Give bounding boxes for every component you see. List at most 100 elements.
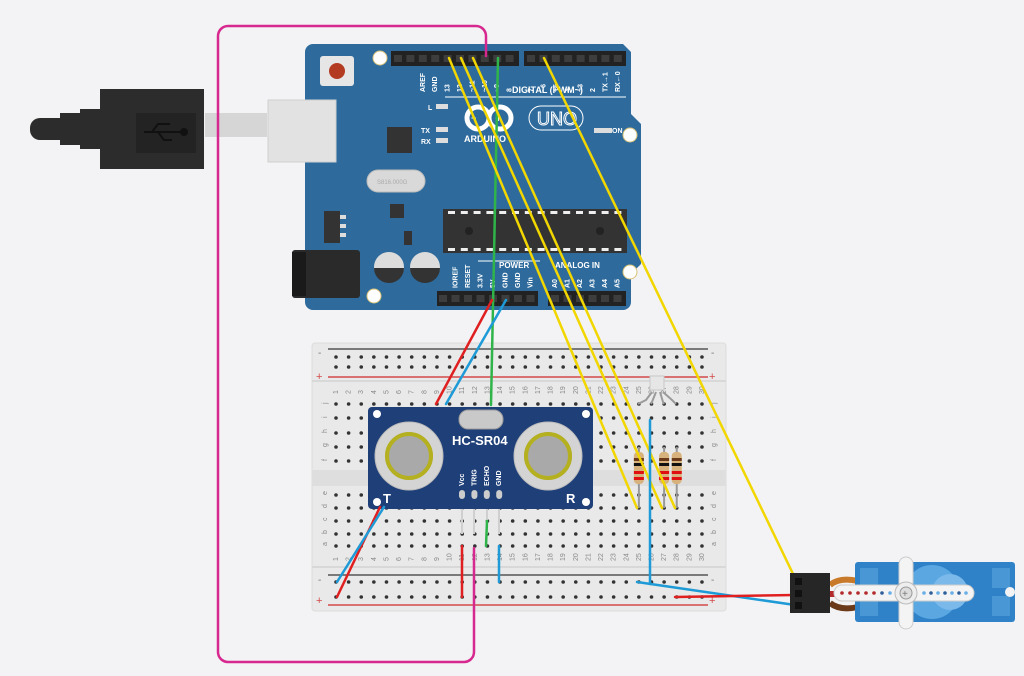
breadboard-hole[interactable]: [548, 519, 553, 523]
breadboard-hole[interactable]: [561, 519, 565, 523]
rail-hole[interactable]: [586, 355, 591, 359]
breadboard-hole[interactable]: [346, 519, 351, 523]
breadboard-hole[interactable]: [548, 532, 553, 536]
breadboard-hole[interactable]: [700, 445, 704, 449]
breadboard-hole[interactable]: [460, 402, 465, 406]
resistor[interactable]: [671, 447, 682, 508]
header-pin[interactable]: [501, 295, 510, 302]
breadboard-hole[interactable]: [334, 519, 338, 523]
breadboard-hole[interactable]: [700, 506, 704, 510]
rail-hole[interactable]: [359, 355, 364, 359]
breadboard-hole[interactable]: [687, 532, 692, 536]
breadboard-hole[interactable]: [346, 544, 351, 548]
wire-trig-pin9[interactable]: [489, 56, 500, 407]
breadboard-hole[interactable]: [548, 544, 553, 548]
breadboard-hole[interactable]: [586, 532, 591, 536]
rail-hole[interactable]: [599, 355, 603, 359]
breadboard-hole[interactable]: [687, 431, 692, 435]
header-pin[interactable]: [564, 55, 573, 62]
header-pin[interactable]: [601, 295, 609, 302]
rail-hole[interactable]: [372, 355, 376, 359]
rail-hole[interactable]: [662, 595, 666, 599]
header-pin[interactable]: [394, 55, 402, 62]
rail-hole[interactable]: [599, 595, 603, 599]
breadboard-hole[interactable]: [548, 402, 553, 406]
breadboard-hole[interactable]: [624, 519, 629, 523]
breadboard-hole[interactable]: [447, 519, 452, 523]
rail-hole[interactable]: [384, 355, 389, 359]
breadboard-hole[interactable]: [662, 519, 666, 523]
rail-hole[interactable]: [397, 595, 401, 599]
rail-hole[interactable]: [536, 355, 540, 359]
rail-hole[interactable]: [611, 580, 616, 584]
rail-hole[interactable]: [674, 580, 679, 584]
rail-hole[interactable]: [637, 355, 641, 359]
breadboard-hole[interactable]: [397, 519, 401, 523]
breadboard-hole[interactable]: [637, 532, 641, 536]
rail-hole[interactable]: [649, 355, 654, 359]
breadboard-hole[interactable]: [662, 532, 666, 536]
breadboard-hole[interactable]: [372, 544, 376, 548]
breadboard-hole[interactable]: [561, 402, 565, 406]
rail-hole[interactable]: [649, 365, 654, 369]
breadboard-hole[interactable]: [624, 445, 629, 449]
breadboard-hole[interactable]: [359, 431, 364, 435]
breadboard-hole[interactable]: [435, 519, 439, 523]
rail-hole[interactable]: [674, 365, 679, 369]
header-pin[interactable]: [551, 295, 559, 302]
breadboard-hole[interactable]: [687, 544, 692, 548]
breadboard-hole[interactable]: [536, 532, 540, 536]
breadboard-hole[interactable]: [637, 519, 641, 523]
breadboard-hole[interactable]: [447, 402, 452, 406]
breadboard-hole[interactable]: [372, 532, 376, 536]
rail-hole[interactable]: [384, 365, 389, 369]
rail-hole[interactable]: [397, 580, 401, 584]
breadboard-hole[interactable]: [372, 402, 376, 406]
breadboard-hole[interactable]: [359, 402, 364, 406]
breadboard-hole[interactable]: [346, 532, 351, 536]
usb-cable[interactable]: [30, 89, 267, 169]
breadboard-hole[interactable]: [359, 532, 364, 536]
breadboard-hole[interactable]: [346, 493, 351, 497]
breadboard-hole[interactable]: [346, 431, 351, 435]
wire-sensor-power-rail[interactable]: [335, 505, 382, 599]
rail-hole[interactable]: [637, 365, 641, 369]
rail-hole[interactable]: [624, 595, 629, 599]
breadboard-hole[interactable]: [561, 544, 565, 548]
rail-hole[interactable]: [510, 355, 515, 359]
rail-hole[interactable]: [435, 580, 439, 584]
breadboard-hole[interactable]: [599, 402, 603, 406]
rail-hole[interactable]: [649, 595, 654, 599]
breadboard-hole[interactable]: [599, 532, 603, 536]
breadboard-hole[interactable]: [700, 402, 704, 406]
rail-hole[interactable]: [397, 365, 401, 369]
header-pin[interactable]: [613, 55, 622, 62]
wire-servo-power[interactable]: [673, 593, 797, 599]
breadboard-hole[interactable]: [359, 493, 364, 497]
breadboard-hole[interactable]: [624, 506, 629, 510]
breadboard-hole[interactable]: [447, 544, 452, 548]
rail-hole[interactable]: [561, 595, 565, 599]
breadboard-hole[interactable]: [422, 402, 427, 406]
breadboard-hole[interactable]: [674, 431, 679, 435]
breadboard-hole[interactable]: [687, 506, 692, 510]
breadboard-hole[interactable]: [523, 402, 528, 406]
rail-hole[interactable]: [611, 355, 616, 359]
breadboard-hole[interactable]: [523, 532, 528, 536]
header-pin[interactable]: [464, 295, 472, 302]
breadboard-hole[interactable]: [624, 532, 629, 536]
breadboard-hole[interactable]: [599, 459, 603, 463]
wires[interactable]: [216, 24, 797, 664]
rail-hole[interactable]: [611, 595, 616, 599]
header-pin[interactable]: [613, 295, 622, 302]
breadboard-hole[interactable]: [422, 532, 427, 536]
rail-hole[interactable]: [359, 580, 364, 584]
breadboard-hole[interactable]: [700, 459, 704, 463]
breadboard-hole[interactable]: [346, 506, 351, 510]
breadboard-hole[interactable]: [435, 532, 439, 536]
breadboard-hole[interactable]: [334, 445, 338, 449]
breadboard-hole[interactable]: [384, 532, 389, 536]
